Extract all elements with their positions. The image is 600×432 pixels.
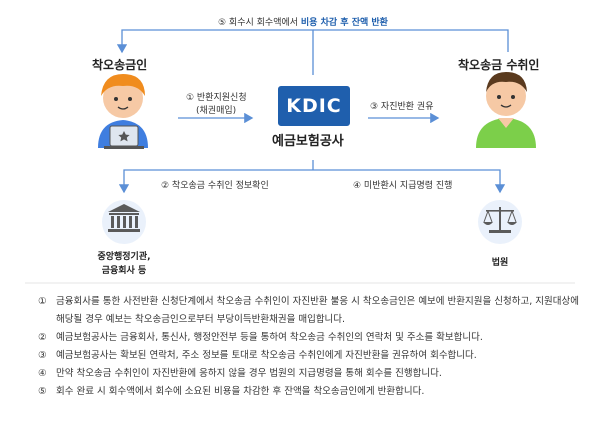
step1-line1: ① 반환지원신청	[186, 92, 247, 105]
note-text: 예금보험공사는 확보된 연락처, 주소 정보를 토대로 착오송금 수취인에게 자…	[56, 347, 583, 365]
step1-label: ① 반환지원신청 (채권매입)	[186, 92, 247, 118]
step5-label: ⑤ 회수시 회수액에서 비용 차감 후 잔액 반환	[218, 15, 388, 28]
step3-label: ③ 자진반환 권유	[370, 99, 433, 112]
gov-label-line1: 중앙행정기관,	[84, 250, 164, 264]
payer-title: 착오송금인	[92, 56, 147, 73]
gov-label-line2: 금융회사 등	[84, 264, 164, 278]
note-number: ①	[38, 293, 56, 329]
payer-illustration	[98, 74, 148, 149]
arrow-return	[122, 30, 313, 75]
gov-label: 중앙행정기관, 금융회사 등	[84, 250, 164, 278]
note-number: ③	[38, 347, 56, 365]
note-number: ⑤	[38, 383, 56, 401]
recipient-title: 착오송금 수취인	[458, 56, 539, 73]
org-name: 예금보험공사	[272, 130, 344, 149]
scales-icon	[478, 200, 522, 244]
note-text: 금융회사를 통한 사전반환 신청단계에서 착오송금 수취인이 자진반환 불응 시…	[56, 293, 583, 329]
flow-diagram: ⑤ 회수시 회수액에서 비용 차감 후 잔액 반환 착오송금인 착오송금 수취인…	[0, 0, 600, 290]
note-text: 예금보험공사는 금융회사, 통신사, 행정안전부 등을 통하여 착오송금 수취인…	[56, 329, 583, 347]
arrow-top-right	[313, 30, 508, 52]
building-icon	[102, 200, 146, 244]
note-text: 회수 완료 시 회수액에서 회수에 소요된 비용을 차감한 후 잔액을 착오송금…	[56, 383, 583, 401]
note-number: ②	[38, 329, 56, 347]
recipient-illustration	[476, 72, 536, 148]
kdic-logo: KDIC	[278, 86, 350, 126]
step2-label: ② 착오송금 수취인 정보확인	[161, 178, 269, 191]
court-label: 법원	[480, 256, 520, 270]
note-number: ④	[38, 365, 56, 383]
step1-line2: (채권매입)	[186, 105, 247, 118]
note-text: 만약 착오송금 수취인이 자진반환에 응하지 않을 경우 법원의 지급명령을 통…	[56, 365, 583, 383]
step4-label: ④ 미반환시 지급명령 진행	[353, 178, 452, 191]
